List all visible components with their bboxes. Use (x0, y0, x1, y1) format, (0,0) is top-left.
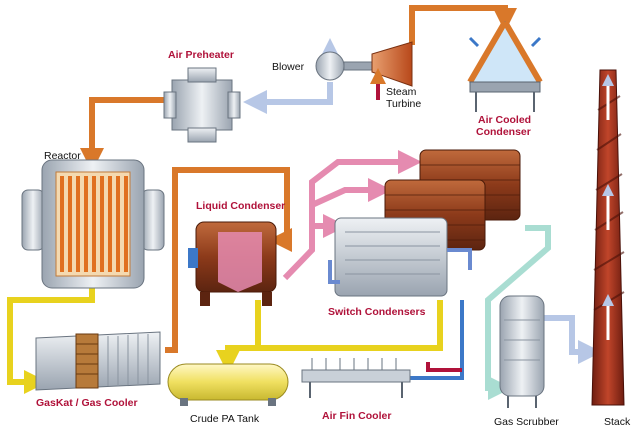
pipe-air-fin-cooler-2 (426, 362, 462, 372)
pipe-liquid-to-tank (216, 300, 261, 374)
pipe-switch-to-tank (258, 300, 443, 351)
air-cooled-condenser-label-line1: Air Cooled (478, 114, 532, 126)
air-cooled-condenser-unit (467, 20, 543, 112)
gas-scrubber-label: Gas Scrubber (494, 416, 559, 428)
crude-pa-tank-label: Crude PA Tank (190, 413, 260, 425)
blower-unit (315, 51, 373, 81)
air-cooled-condenser-label-line2: Condenser (476, 126, 531, 138)
air-fin-cooler-unit (301, 358, 411, 398)
gaskat-gas-cooler-unit (35, 331, 161, 391)
pipe-air-fin-cooler (410, 300, 464, 380)
pipe-pink-mid (310, 178, 392, 208)
air-preheater-unit (163, 67, 241, 143)
pipe-preheater-to-reactor (80, 97, 165, 172)
switch-condensers-label: Switch Condensers (328, 306, 426, 318)
blower-label: Blower (272, 61, 305, 73)
reactor-unit (21, 159, 165, 289)
gaskat-gas-cooler-label: GasKat / Gas Cooler (36, 397, 138, 409)
liquid-condenser-label: Liquid Condenser (196, 200, 286, 212)
stack-label: Stack (604, 416, 631, 428)
pipe-reactor-to-gaskat (7, 288, 95, 394)
pipe-pink-upper (309, 150, 422, 230)
steam-turbine-label-line1: Steam (386, 86, 417, 98)
steam-turbine-label-line2: Turbine (386, 98, 422, 110)
gas-scrubber-unit (499, 295, 545, 408)
pipe-liquid-to-switch (282, 214, 347, 281)
crude-pa-tank-unit (167, 363, 289, 406)
pipe-gaskat-to-liquid-condenser (165, 167, 292, 353)
pipe-blower-to-preheater (243, 82, 333, 114)
pipe-turbine-to-condenser (409, 5, 517, 45)
air-preheater-label: Air Preheater (168, 49, 234, 61)
pipe-switch-to-scrubber (485, 225, 551, 400)
steam-turbine-unit (370, 41, 413, 100)
reactor-label: Reactor (44, 150, 81, 162)
air-fin-cooler-label: Air Fin Cooler (322, 410, 392, 422)
switch-condensers-unit (328, 149, 521, 297)
pipe-scrubber-to-stack (540, 315, 602, 364)
liquid-condenser-unit (188, 221, 277, 306)
stack-unit (591, 69, 625, 406)
